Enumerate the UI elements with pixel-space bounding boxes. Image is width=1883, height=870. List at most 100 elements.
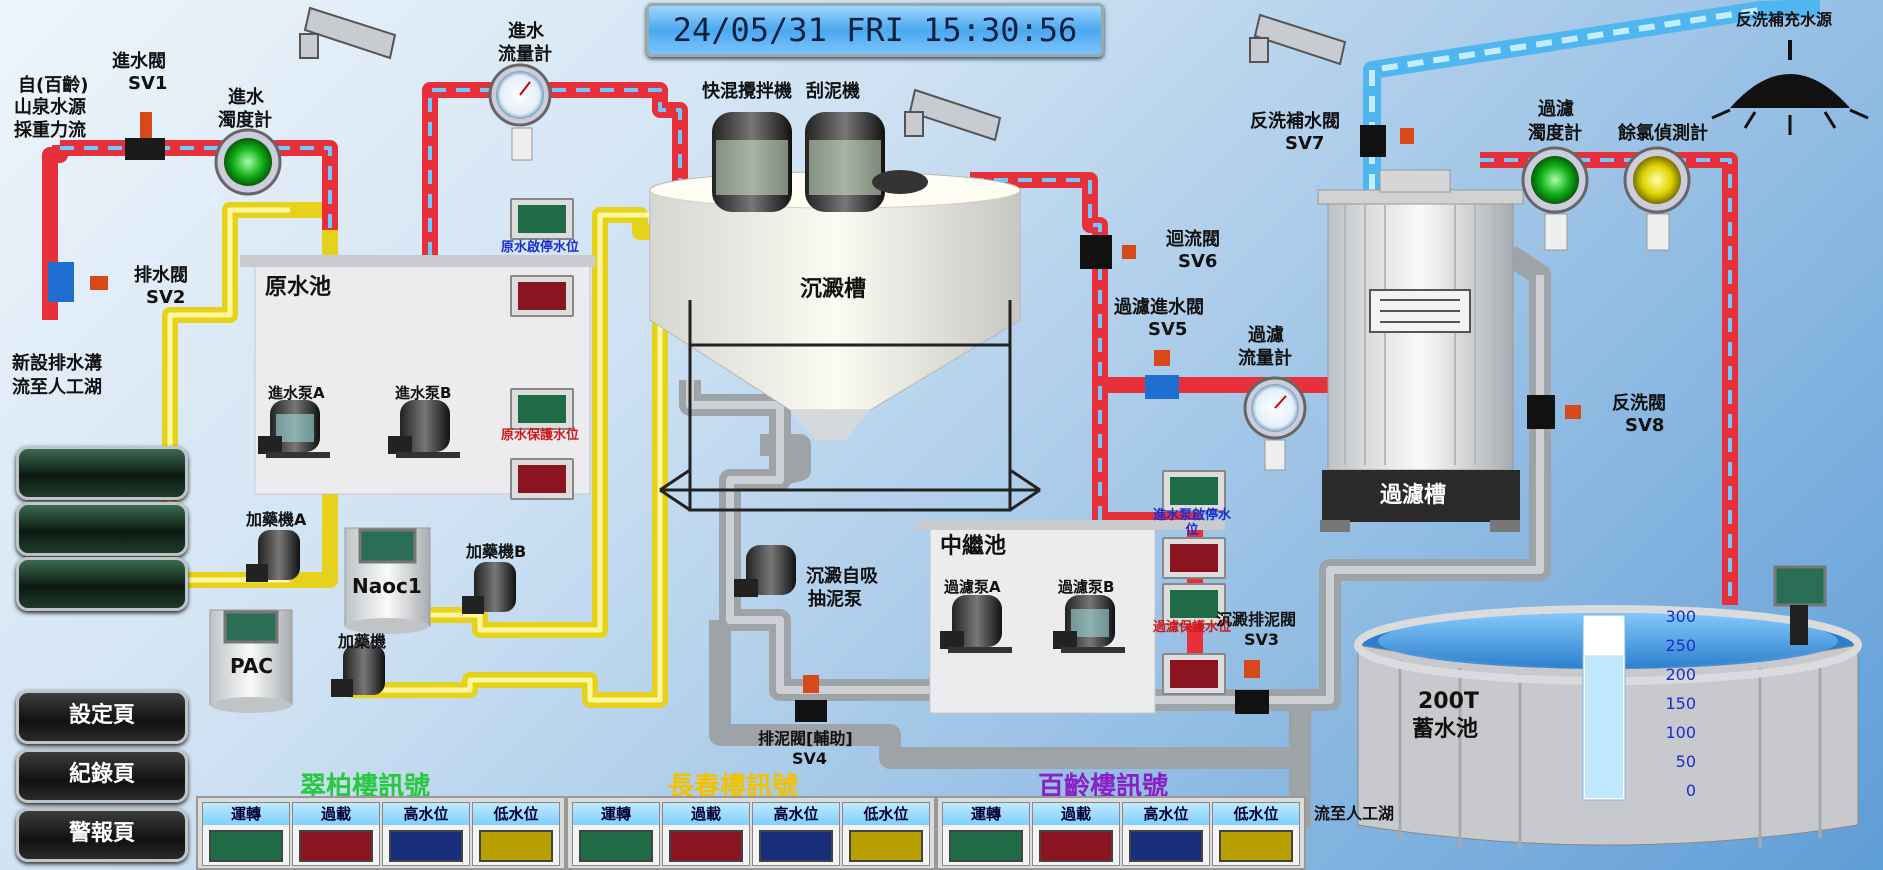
- scale-tick-150: 150: [1665, 694, 1696, 713]
- raw-protect-level-label: 原水保護水位: [500, 428, 579, 443]
- sv1-name: 進水閥: [112, 51, 166, 72]
- inlet-turbidity-label-1: 進水: [228, 87, 264, 108]
- sv7-code: SV7: [1285, 133, 1325, 154]
- signal-high-level: 高水位: [752, 802, 840, 866]
- sludge-pump-label-2: 抽泥泵: [808, 589, 862, 610]
- source-label-2: 山泉水源: [14, 97, 86, 118]
- signal-low-level: 低水位: [842, 802, 930, 866]
- sedimentation-tank: [649, 171, 1041, 512]
- residual-chlorine-label: 餘氯偵測計: [1618, 123, 1708, 144]
- sv8-name: 反洗閥: [1612, 393, 1666, 414]
- scale-tick-250: 250: [1665, 636, 1696, 655]
- signal-panel-changchun: 運轉 過載 高水位 低水位: [566, 796, 936, 870]
- sv6-name: 迴流閥: [1166, 229, 1220, 250]
- scraper-label: 刮泥機: [806, 81, 860, 102]
- records-page-button[interactable]: 紀錄頁: [16, 749, 188, 803]
- source-label-1: 自(百齡): [18, 75, 89, 96]
- mixer-label: 快混攪拌機: [702, 81, 792, 102]
- relay-protect-level-label: 過濾保護水位: [1152, 620, 1231, 635]
- raw-pump-a-label: 進水泵A: [268, 384, 325, 402]
- mixer-motors: [712, 112, 928, 212]
- filter-turbidity-label-1: 過濾: [1538, 99, 1574, 120]
- relay-pump-a-label: 過濾泵A: [944, 578, 1001, 596]
- storage-level-fill: [1585, 655, 1623, 798]
- sv8-code: SV8: [1625, 415, 1665, 436]
- filter-tank-title: 過濾槽: [1380, 483, 1447, 508]
- sv4-name: 排泥閥[輔助]: [758, 729, 853, 748]
- scale-tick-100: 100: [1665, 723, 1696, 742]
- sv7-name: 反洗補水閥: [1250, 111, 1340, 132]
- signal-panel-cuibai: 運轉 過載 高水位 低水位: [196, 796, 566, 870]
- relay-pump-b-label: 過濾泵B: [1058, 578, 1115, 596]
- inlet-flow-label-2: 流量計: [498, 44, 552, 65]
- nav-button-3[interactable]: [16, 557, 188, 611]
- dosing-a-label: 加藥機A: [246, 510, 307, 529]
- dosing-tanks: [209, 527, 431, 713]
- relay-protect-level-lamp-2: [1162, 653, 1226, 695]
- drain-note-1: 新設排水溝: [12, 353, 102, 374]
- dosing-b-label: 加藥機B: [466, 542, 527, 561]
- naoc1-label: Naoc1: [352, 574, 422, 598]
- relay-stop-level-label: 進水泵啟停水位: [1152, 508, 1231, 538]
- sedimentation-title: 沉澱槽: [800, 277, 867, 302]
- inlet-turbidity-label-2: 濁度計: [218, 110, 272, 131]
- nav-button-1[interactable]: [16, 446, 188, 500]
- signal-overload: 過載: [1032, 802, 1120, 866]
- raw-protect-level-lamp: [510, 388, 574, 430]
- filter-flow-label-1: 過濾: [1248, 325, 1284, 346]
- raw-stop-level-lamp: [510, 198, 574, 240]
- signal-high-level: 高水位: [1122, 802, 1210, 866]
- filter-tank-body: [1317, 169, 1524, 532]
- cameras: [299, 6, 1347, 142]
- drain-note-2: 流至人工湖: [12, 377, 102, 398]
- alarms-page-button[interactable]: 警報頁: [16, 808, 188, 862]
- relay-stop-level-lamp-2: [1162, 537, 1226, 579]
- outflow-label: 流至人工湖: [1314, 804, 1395, 823]
- settings-page-button[interactable]: 設定頁: [16, 690, 188, 744]
- relay-protect-level-lamp: [1162, 583, 1226, 625]
- pumps: [246, 400, 1125, 697]
- sv1-code: SV1: [128, 73, 168, 94]
- lamp-fixture: [1711, 40, 1869, 135]
- nav-button-2[interactable]: [16, 502, 188, 556]
- backwash-source-label: 反洗補充水源: [1736, 10, 1833, 29]
- storage-title-2: 蓄水池: [1412, 717, 1479, 742]
- filter-turbidity-label-2: 濁度計: [1528, 123, 1582, 144]
- signal-low-level: 低水位: [1212, 802, 1300, 866]
- signal-run: 運轉: [202, 802, 290, 866]
- raw-tank-title: 原水池: [265, 275, 332, 300]
- sv5-code: SV5: [1148, 319, 1188, 340]
- raw-protect-level-lamp-2: [510, 458, 574, 500]
- raw-stop-level-label: 原水啟停水位: [500, 240, 579, 255]
- scale-tick-200: 200: [1665, 665, 1696, 684]
- signal-overload: 過載: [662, 802, 750, 866]
- signal-overload: 過載: [292, 802, 380, 866]
- sv4-code: SV4: [792, 749, 828, 768]
- source-label-3: 採重力流: [14, 120, 86, 141]
- raw-pump-b-label: 進水泵B: [395, 384, 452, 402]
- relay-stop-level-lamp: [1162, 470, 1226, 512]
- raw-stop-level-lamp-2: [510, 275, 574, 317]
- storage-title-1: 200T: [1418, 689, 1479, 714]
- meter-gauges: [214, 63, 1691, 471]
- signal-high-level: 高水位: [382, 802, 470, 866]
- datetime-display: 24/05/31 FRI 15:30:56: [646, 3, 1104, 57]
- filter-flow-label-2: 流量計: [1238, 348, 1292, 369]
- sv3-name: 沉澱排泥閥: [1216, 610, 1297, 629]
- valves: [48, 112, 1581, 722]
- signal-run: 運轉: [572, 802, 660, 866]
- relay-tank-title: 中繼池: [940, 534, 1007, 559]
- signal-run: 運轉: [942, 802, 1030, 866]
- pac-label: PAC: [230, 654, 273, 678]
- dosing-label: 加藥機: [338, 632, 387, 651]
- sv6-code: SV6: [1178, 251, 1218, 272]
- scale-tick-50: 50: [1675, 752, 1696, 771]
- scale-tick-300: 300: [1665, 607, 1696, 626]
- sludge-pump-label-1: 沉澱自吸: [806, 566, 878, 587]
- sv2-name: 排水閥: [134, 265, 188, 286]
- sv2-code: SV2: [146, 287, 186, 308]
- inlet-flow-label-1: 進水: [508, 21, 544, 42]
- signal-panel-bailing: 運轉 過載 高水位 低水位: [936, 796, 1306, 870]
